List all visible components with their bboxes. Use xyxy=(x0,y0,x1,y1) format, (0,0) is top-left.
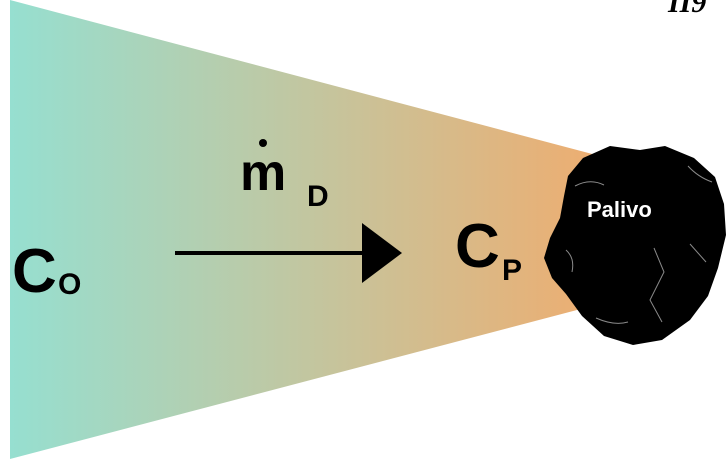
outer-concentration-symbol: C xyxy=(12,237,57,306)
fuel-crack-1 xyxy=(574,181,605,187)
fuel-particle: Palivo xyxy=(544,146,726,345)
concentration-cone xyxy=(10,0,615,459)
mass-flux-dot xyxy=(259,139,267,147)
fuel-crack-4 xyxy=(649,247,665,323)
fuel-label: Palivo xyxy=(587,197,652,222)
fuel-crack-3 xyxy=(565,249,574,273)
diffusion-arrow-head xyxy=(362,223,402,283)
corner-label: II9 xyxy=(667,0,706,19)
fuel-particle-shape xyxy=(544,146,726,345)
surface-concentration-label: C P xyxy=(455,212,522,287)
fuel-crack-6 xyxy=(595,317,629,324)
mass-flux-label: m D xyxy=(240,139,329,213)
fuel-crack-5 xyxy=(689,243,707,263)
mass-flux-symbol: m xyxy=(240,144,286,202)
surface-concentration-symbol: C xyxy=(455,212,500,281)
surface-concentration-subscript: P xyxy=(502,254,522,287)
diffusion-arrow xyxy=(175,223,402,283)
fuel-crack-2 xyxy=(687,165,713,183)
outer-concentration-subscript: O xyxy=(58,268,81,301)
outer-concentration-label: C O xyxy=(12,237,81,306)
mass-flux-subscript: D xyxy=(307,180,329,213)
